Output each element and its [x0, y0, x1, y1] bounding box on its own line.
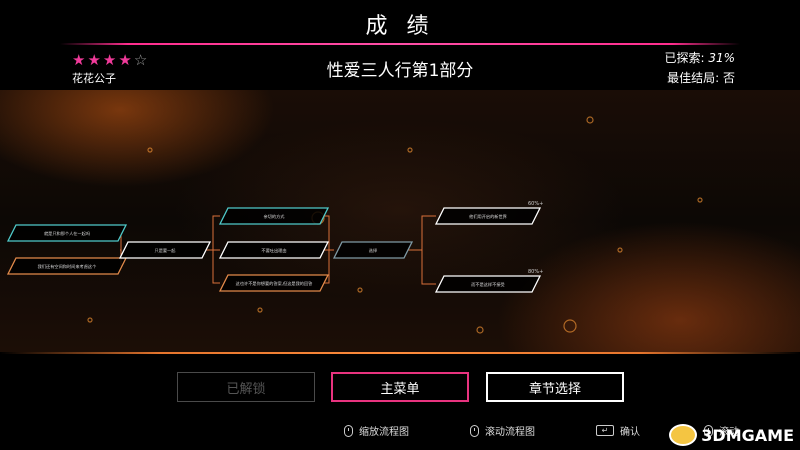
- flow-node[interactable]: 而不是这样不接受: [434, 275, 542, 293]
- chapter-title: 性爱三人行第1部分: [326, 61, 474, 81]
- flow-node-label: 亲切的方式: [264, 213, 286, 220]
- flow-node[interactable]: 不要吐出理由: [218, 241, 330, 259]
- explored-label: 已探索:: [664, 51, 705, 65]
- hint-zoom: 缩放流程图: [344, 423, 409, 438]
- rating-stars: ★★★★☆: [72, 51, 149, 69]
- flow-node[interactable]: 这也许不是你想要的答案,但这是我的回答: [218, 274, 330, 292]
- explored-stat: 已探索: 31%: [664, 49, 735, 66]
- bokeh-particle: [357, 287, 363, 293]
- flow-node[interactable]: 选择: [332, 241, 414, 259]
- flow-node[interactable]: 他们用开启的新世界: [434, 207, 542, 225]
- enter-key-icon: ↵: [596, 425, 614, 436]
- flow-node-label: 选择: [369, 247, 378, 254]
- flow-node-label: 不要吐出理由: [261, 247, 286, 254]
- flow-node[interactable]: 只是要一起: [118, 241, 212, 259]
- hint-scroll-flow-label: 滚动流程图: [485, 427, 535, 438]
- unlocked-button: 已解锁: [177, 372, 315, 402]
- hint-scroll-flow: 滚动流程图: [470, 423, 535, 438]
- flow-node-shape: [218, 241, 330, 259]
- best-ending-label: 最佳结局:: [667, 71, 720, 85]
- flow-node-label: 他们用开启的新世界: [469, 213, 508, 220]
- hint-confirm: ↵ 确认: [596, 423, 640, 438]
- page-title: 成 绩: [365, 14, 435, 39]
- main-menu-button[interactable]: 主菜单: [331, 372, 469, 402]
- flow-node-shape: [332, 241, 414, 259]
- bokeh-particle: [147, 147, 153, 153]
- mouse-icon: [344, 424, 353, 437]
- flow-node-shape: [6, 257, 128, 275]
- flow-edge: [408, 215, 436, 251]
- hint-scroll: 滚动: [704, 423, 739, 438]
- player-title: 花花公子: [72, 72, 116, 85]
- bokeh-particle: [617, 247, 623, 253]
- bokeh-particle: [586, 116, 594, 124]
- star-filled-icon: ★: [118, 51, 134, 69]
- flow-edge: [206, 249, 220, 284]
- flow-node-label: 而不是这样不接受: [471, 281, 505, 288]
- flow-node[interactable]: 亲切的方式: [218, 207, 330, 225]
- watermark-text: 3DMGAME: [701, 425, 794, 445]
- header-divider: [60, 43, 740, 45]
- bokeh-particle: [697, 197, 703, 203]
- watermark: 3DMGAME: [669, 424, 794, 446]
- bokeh-particle: [257, 307, 263, 313]
- hint-scroll-label: 滚动: [719, 427, 739, 438]
- flow-edge: [324, 249, 334, 284]
- best-ending-value: 否: [722, 71, 735, 85]
- flow-node-label: 就是只和那个人在一起吗: [44, 230, 90, 237]
- flow-node-label: 只是要一起: [155, 248, 177, 254]
- bokeh-particle: [407, 147, 413, 153]
- best-ending-stat: 最佳结局: 否: [667, 69, 735, 86]
- bokeh-particle: [87, 317, 93, 323]
- flow-node[interactable]: 就是只和那个人在一起吗: [6, 224, 128, 242]
- star-filled-icon: ★: [72, 51, 88, 69]
- flow-node-label: 这也许不是你想要的答案,但这是我的回答: [236, 280, 314, 287]
- bokeh-particle: [476, 326, 484, 334]
- flow-node-label: 我们还有空间和时间来考虑这个: [38, 263, 97, 270]
- mascot-icon: [669, 424, 698, 446]
- node-percent-label: 60%+: [528, 201, 543, 207]
- hint-zoom-label: 缩放流程图: [359, 427, 409, 438]
- flow-node-shape: [218, 274, 330, 292]
- explored-value: 31%: [708, 51, 735, 65]
- header: 成 绩 ★★★★☆ 花花公子 性爱三人行第1部分 已探索: 31% 最佳结局: …: [0, 0, 800, 90]
- flow-node[interactable]: 我们还有空间和时间来考虑这个: [6, 257, 128, 275]
- hint-confirm-label: 确认: [620, 427, 640, 438]
- chapter-select-button[interactable]: 章节选择: [486, 372, 624, 402]
- mouse-icon: [470, 424, 479, 437]
- node-percent-label: 80%+: [528, 269, 543, 275]
- flow-node-shape: [434, 275, 542, 293]
- bokeh-particle: [563, 319, 577, 333]
- star-filled-icon: ★: [102, 51, 119, 69]
- flow-edge: [408, 249, 436, 285]
- flow-node-shape: [6, 224, 128, 242]
- flowchart-divider: [0, 352, 800, 354]
- star-filled-icon: ★: [87, 51, 103, 69]
- flowchart-area[interactable]: 就是只和那个人在一起吗我们还有空间和时间来考虑这个 只是要一起 亲切的方式不要吐出理…: [0, 90, 800, 352]
- mouse-icon: [704, 424, 713, 437]
- flow-node-shape: [218, 207, 330, 225]
- flow-node-shape: [118, 241, 212, 259]
- star-empty-icon: ☆: [133, 51, 150, 69]
- flow-node-shape: [434, 207, 542, 225]
